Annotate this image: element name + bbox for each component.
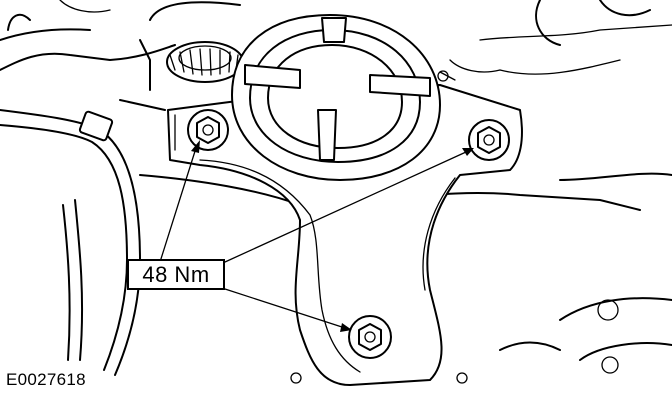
hole-left [290,372,302,384]
hole-right [456,372,468,384]
bolt-upper-left [187,109,229,151]
bolt-upper-right [468,119,510,161]
leader-arrows [159,140,474,332]
tube-lines [0,109,141,376]
pulley [139,1,244,91]
torque-callout: 48 Nm [127,259,225,290]
central-housing [231,14,456,181]
bolt-lower [348,315,392,359]
figure-id: E0027618 [6,370,86,389]
